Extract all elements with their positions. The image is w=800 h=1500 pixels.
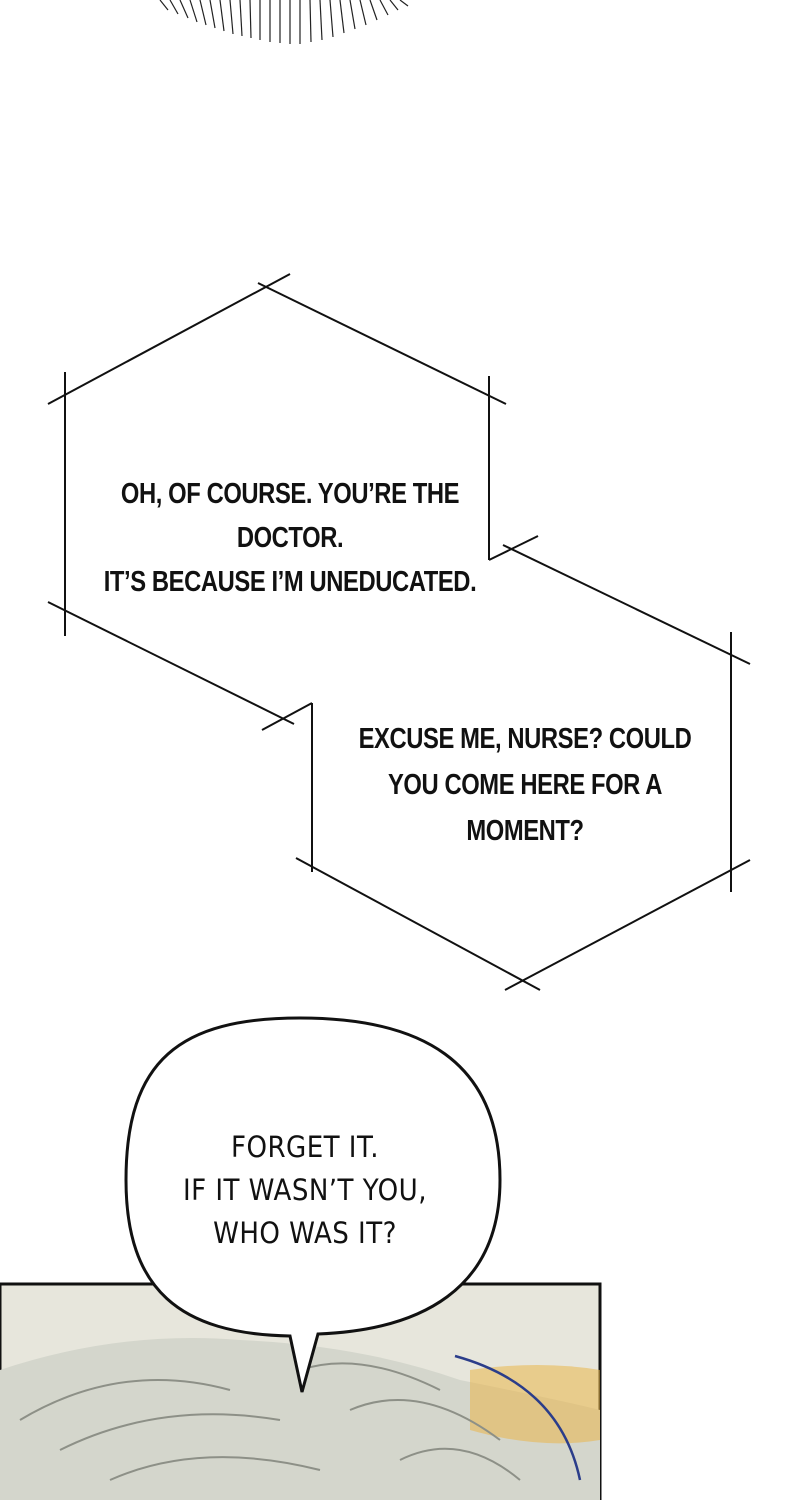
hexagon-balloon-2 — [295, 544, 751, 991]
dialogue-line: IF IT WASN’T YOU, — [183, 1173, 427, 1207]
dialogue-line: YOU COME HERE FOR A MOMENT? — [387, 769, 663, 847]
hexagon-balloon-1-text: OH, OF COURSE. YOU’RE THE DOCTOR. IT’S B… — [101, 472, 478, 604]
dialogue-line: WHO WAS IT? — [213, 1216, 397, 1250]
dialogue-line: OH, OF COURSE. YOU’RE THE DOCTOR. — [120, 478, 460, 554]
emphasis-burst — [159, 0, 409, 44]
round-balloon-text: FORGET IT. IF IT WASN’T YOU, WHO WAS IT? — [157, 1126, 454, 1255]
round-balloon — [124, 1016, 502, 1393]
hexagon-balloon-2-text: EXCUSE ME, NURSE? COULD YOU COME HERE FO… — [341, 716, 710, 854]
hexagon-balloon-1 — [47, 273, 539, 872]
image-panel — [0, 1282, 602, 1500]
dialogue-line: FORGET IT. — [231, 1130, 379, 1164]
dialogue-line: IT’S BECAUSE I’M UNEDUCATED. — [103, 566, 477, 598]
dialogue-line: EXCUSE ME, NURSE? COULD — [358, 723, 692, 755]
